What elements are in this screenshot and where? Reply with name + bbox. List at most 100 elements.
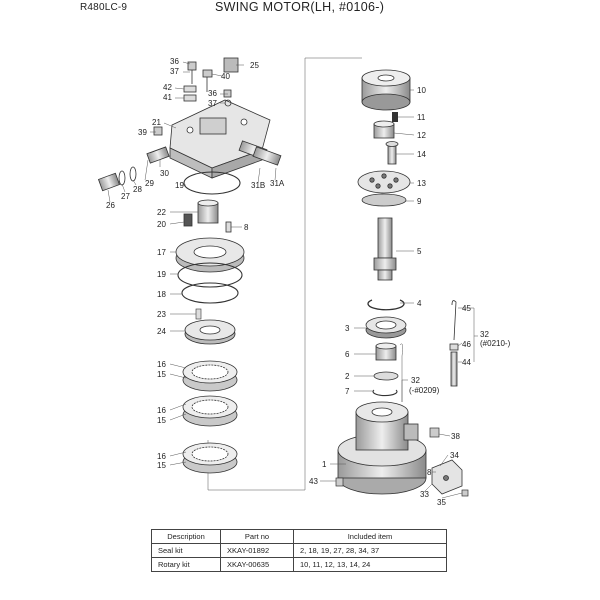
bracket-34 bbox=[431, 459, 463, 495]
exploded-parts-diagram: 36 37 25 40 42 41 36 37 21 39 30 29 28 2… bbox=[97, 57, 511, 507]
callout-30: 30 bbox=[160, 169, 169, 178]
callout-44: 44 bbox=[462, 358, 471, 367]
callout-28: 28 bbox=[133, 185, 142, 194]
diagram-title: SWING MOTOR(LH, #0106-) bbox=[215, 0, 385, 14]
callout-19: 19 bbox=[157, 270, 166, 279]
screw-35 bbox=[461, 489, 469, 497]
callout-45: 45 bbox=[462, 304, 471, 313]
callout-38: 38 bbox=[451, 432, 460, 441]
callout-39: 39 bbox=[138, 128, 147, 137]
callout-33: 33 bbox=[420, 490, 429, 499]
kit-part-no: XKAY-01892 bbox=[220, 543, 294, 558]
callout-6: 6 bbox=[345, 350, 350, 359]
callout-15a: 15 bbox=[157, 370, 166, 379]
callout-10: 10 bbox=[417, 86, 426, 95]
o-ring-19-top bbox=[183, 171, 241, 195]
callout-7: 7 bbox=[345, 387, 350, 396]
callout-32a: 32 bbox=[480, 330, 489, 339]
callout-34: 34 bbox=[450, 451, 459, 460]
kit-table: Description Part no Included item Seal k… bbox=[151, 529, 447, 572]
callout-11: 11 bbox=[417, 113, 426, 122]
callout-14: 14 bbox=[417, 150, 426, 159]
callout-4: 4 bbox=[417, 299, 422, 308]
callout-22: 22 bbox=[157, 208, 166, 217]
leader-lines bbox=[107, 61, 478, 499]
callout-31a: 31A bbox=[270, 179, 285, 188]
kit-part-no: XKAY-00635 bbox=[220, 557, 294, 572]
kit-description: Rotary kit bbox=[151, 557, 221, 572]
plate-24 bbox=[184, 319, 236, 345]
kit-header-description: Description bbox=[151, 529, 221, 544]
callout-18: 18 bbox=[157, 290, 166, 299]
callout-19-top: 19 bbox=[175, 181, 184, 190]
callout-40: 40 bbox=[221, 72, 230, 81]
callout-25: 25 bbox=[250, 61, 259, 70]
level-gauge-32-old bbox=[399, 343, 403, 402]
o-ring-19 bbox=[177, 262, 243, 288]
relief-valve-31 bbox=[238, 140, 282, 166]
oil-seal-2 bbox=[373, 371, 399, 381]
callout-32a-note: (#0210-) bbox=[480, 339, 511, 348]
piston-14 bbox=[385, 141, 399, 165]
callout-9: 9 bbox=[417, 197, 422, 206]
callout-labels: 36 37 25 40 42 41 36 37 21 39 30 29 28 2… bbox=[106, 57, 511, 507]
callout-37a: 37 bbox=[170, 67, 179, 76]
bolt-43 bbox=[335, 477, 344, 487]
pin-8 bbox=[225, 221, 232, 233]
callout-24: 24 bbox=[157, 327, 166, 336]
bearing-3 bbox=[365, 316, 407, 339]
snap-ring-4 bbox=[367, 299, 405, 311]
callout-32b-note: (-#0209) bbox=[409, 386, 440, 395]
callout-36b: 36 bbox=[208, 89, 217, 98]
cylinder-block-10 bbox=[361, 69, 411, 111]
callout-16c: 16 bbox=[157, 452, 166, 461]
kit-table-header-row: Description Part no Included item bbox=[151, 529, 447, 544]
callout-2: 2 bbox=[345, 372, 350, 381]
callout-17: 17 bbox=[157, 248, 166, 257]
spring-11 bbox=[392, 112, 398, 122]
callout-36a: 36 bbox=[170, 57, 179, 66]
callout-8b: 8 bbox=[427, 468, 432, 477]
ball-guide-12 bbox=[373, 120, 395, 139]
kit-included-items: 10, 11, 12, 13, 14, 24 bbox=[293, 557, 447, 572]
snap-ring-7 bbox=[372, 389, 398, 397]
callout-1: 1 bbox=[322, 460, 327, 469]
bushing-22 bbox=[197, 199, 219, 224]
spring-20 bbox=[183, 213, 193, 227]
table-row: Rotary kit XKAY-00635 10, 11, 12, 13, 14… bbox=[151, 557, 447, 572]
callout-13: 13 bbox=[417, 179, 426, 188]
table-row: Seal kit XKAY-01892 2, 18, 19, 27, 28, 3… bbox=[151, 543, 447, 558]
callout-46: 46 bbox=[462, 340, 471, 349]
bolts-36-40 bbox=[153, 57, 239, 136]
drive-shaft-5 bbox=[373, 217, 397, 281]
collar-6 bbox=[375, 342, 397, 361]
callout-31b: 31B bbox=[251, 181, 265, 190]
kit-header-included-item: Included item bbox=[293, 529, 447, 544]
callout-12: 12 bbox=[417, 131, 426, 140]
callout-8: 8 bbox=[244, 223, 249, 232]
shoe-plate-9 bbox=[361, 193, 407, 207]
kit-included-items: 2, 18, 19, 27, 28, 34, 37 bbox=[293, 543, 447, 558]
callout-23: 23 bbox=[157, 310, 166, 319]
callout-29: 29 bbox=[145, 179, 154, 188]
callout-42: 42 bbox=[163, 83, 172, 92]
friction-plate-set-3 bbox=[182, 442, 238, 474]
model-number: R480LC-9 bbox=[80, 2, 128, 13]
casing-1 bbox=[337, 401, 427, 495]
plug-38 bbox=[429, 427, 440, 438]
callout-21: 21 bbox=[152, 118, 161, 127]
valve-housing bbox=[169, 99, 271, 179]
o-ring-18 bbox=[181, 282, 239, 304]
callout-16b: 16 bbox=[157, 406, 166, 415]
pin-23 bbox=[195, 308, 202, 320]
callout-37b: 37 bbox=[208, 99, 217, 108]
friction-plate-set-2 bbox=[182, 395, 238, 427]
callout-32b: 32 bbox=[411, 376, 420, 385]
level-gauge-32-new bbox=[449, 300, 459, 387]
relief-valve-29 bbox=[146, 146, 170, 164]
callout-27: 27 bbox=[121, 192, 130, 201]
friction-plate-set-1 bbox=[182, 360, 238, 392]
callout-26: 26 bbox=[106, 201, 115, 210]
callout-16a: 16 bbox=[157, 360, 166, 369]
callout-41: 41 bbox=[163, 93, 172, 102]
